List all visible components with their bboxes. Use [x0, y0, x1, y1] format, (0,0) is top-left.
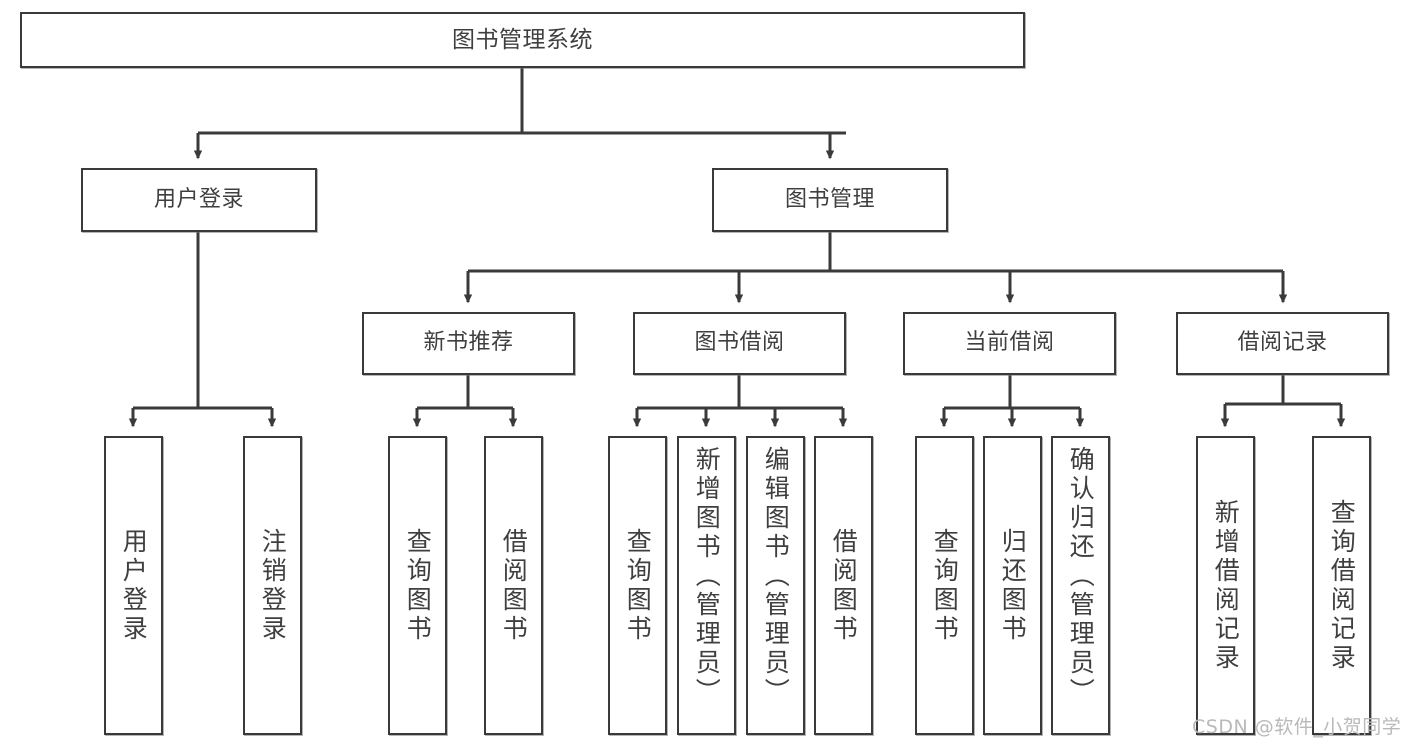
- csdn-watermark: CSDN @软件_小贺同学: [1192, 716, 1402, 738]
- node-leaf-user-login-label: 用户登录: [119, 527, 149, 644]
- node-leaf-add-record[interactable]: 新增借阅记录: [1196, 436, 1255, 735]
- node-leaf-query-book-2-label: 查询图书: [623, 527, 653, 644]
- node-new-book-recommend[interactable]: 新书推荐: [362, 312, 575, 375]
- node-leaf-return-book-label: 归还图书: [998, 527, 1028, 644]
- node-leaf-query-book-2[interactable]: 查询图书: [608, 436, 667, 735]
- node-book-borrow[interactable]: 图书借阅: [633, 312, 846, 375]
- node-borrow-record[interactable]: 借阅记录: [1176, 312, 1389, 375]
- node-leaf-borrow-book-1-label: 借阅图书: [499, 527, 529, 644]
- node-leaf-borrow-book-2-label: 借阅图书: [829, 527, 859, 644]
- node-leaf-edit-book-label: 编辑图书（管理员）: [761, 446, 791, 707]
- node-book-borrow-label: 图书借阅: [694, 330, 785, 356]
- node-leaf-add-book-label: 新增图书（管理员）: [692, 446, 722, 707]
- node-new-book-recommend-label: 新书推荐: [423, 330, 514, 356]
- node-book-manage[interactable]: 图书管理: [712, 168, 948, 232]
- node-leaf-return-book[interactable]: 归还图书: [983, 436, 1042, 735]
- node-leaf-confirm-return-label: 确认归还（管理员）: [1066, 446, 1096, 707]
- node-leaf-query-book-1[interactable]: 查询图书: [388, 436, 447, 735]
- node-root-label: 图书管理系统: [452, 26, 593, 53]
- node-leaf-query-book-3[interactable]: 查询图书: [915, 436, 974, 735]
- node-leaf-add-book[interactable]: 新增图书（管理员）: [677, 436, 736, 735]
- node-book-manage-label: 图书管理: [784, 186, 875, 212]
- node-user-login-label: 用户登录: [153, 186, 244, 212]
- node-leaf-logout[interactable]: 注销登录: [243, 436, 302, 735]
- node-leaf-query-record[interactable]: 查询借阅记录: [1312, 436, 1371, 735]
- node-current-borrow[interactable]: 当前借阅: [903, 312, 1116, 375]
- node-leaf-query-record-label: 查询借阅记录: [1327, 498, 1357, 673]
- node-leaf-user-login[interactable]: 用户登录: [104, 436, 163, 735]
- node-root[interactable]: 图书管理系统: [20, 12, 1025, 68]
- node-leaf-query-book-1-label: 查询图书: [403, 527, 433, 644]
- node-leaf-add-record-label: 新增借阅记录: [1211, 498, 1241, 673]
- node-leaf-logout-label: 注销登录: [258, 527, 288, 644]
- node-borrow-record-label: 借阅记录: [1237, 330, 1328, 356]
- node-leaf-borrow-book-2[interactable]: 借阅图书: [814, 436, 873, 735]
- node-leaf-query-book-3-label: 查询图书: [930, 527, 960, 644]
- node-user-login[interactable]: 用户登录: [81, 168, 317, 232]
- node-leaf-borrow-book-1[interactable]: 借阅图书: [484, 436, 543, 735]
- node-leaf-edit-book[interactable]: 编辑图书（管理员）: [746, 436, 805, 735]
- node-leaf-confirm-return[interactable]: 确认归还（管理员）: [1051, 436, 1110, 735]
- node-current-borrow-label: 当前借阅: [964, 330, 1055, 356]
